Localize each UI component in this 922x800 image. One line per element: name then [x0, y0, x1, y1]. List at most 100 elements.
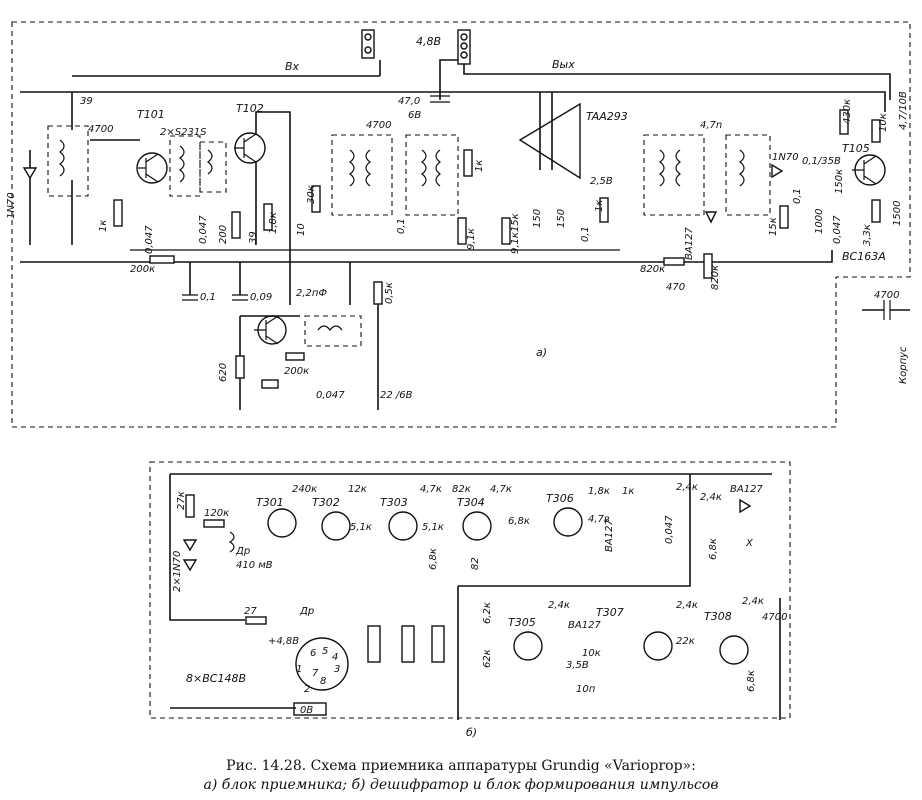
label-coil: 2×S231S — [160, 127, 207, 138]
bus-top — [20, 91, 886, 112]
diode-2x1n70-icon — [182, 539, 198, 552]
capacitor-case-icon — [883, 300, 891, 320]
transistor-row: T301 T302 T303 T304 T306 — [256, 492, 583, 541]
label-c009: 0,09 — [250, 292, 272, 303]
label-r27: 27 — [244, 606, 257, 617]
resistor-1k — [113, 199, 123, 227]
shield-3 — [199, 141, 227, 193]
label-r1k-b: 1к — [622, 486, 634, 497]
crystal-icon — [261, 379, 279, 389]
label-supply: +4,8В — [268, 636, 299, 647]
resistor-820k-b — [703, 253, 713, 279]
transistor-t306-icon — [553, 507, 583, 537]
transistor-t307-icon — [643, 631, 673, 661]
label-r24k-d: 2,4к — [676, 600, 698, 611]
label-r39: 39 — [248, 231, 259, 244]
label-t304: T304 — [457, 496, 485, 509]
label-choke-b: Др — [299, 606, 314, 617]
label-c0047c: 0,047 — [832, 215, 843, 244]
transistor-t101-icon — [136, 152, 168, 184]
label-r10: 10 — [296, 223, 307, 236]
transistor-note: 8×BC148B — [186, 672, 246, 685]
connector-b1 — [367, 625, 381, 663]
label-r18k-b: 1,8к — [588, 486, 610, 497]
label-r24k-a: 2,4к — [676, 482, 698, 493]
block-a-enclosure — [11, 21, 911, 428]
label-r30k: 30к — [306, 185, 317, 204]
label-r200: 200 — [218, 225, 229, 244]
pin-2: 2 — [304, 684, 310, 695]
label-x: X — [745, 538, 754, 549]
transistor-t305-icon — [513, 631, 543, 661]
label-r12k: 12к — [348, 484, 367, 495]
label-c22-6: 22 /6В — [380, 390, 413, 401]
label-r10k: 10к — [878, 113, 889, 132]
label-r1k: 1к — [98, 220, 109, 232]
label-t102: T102 — [236, 102, 264, 115]
label-r68k-c: 6,8к — [708, 538, 719, 560]
resistor-1k-b — [463, 149, 473, 177]
label-r68k-b: 6,8к — [428, 548, 439, 570]
label-r47k-b: 4,7к — [490, 484, 512, 495]
label-r1k-b: 1к — [474, 160, 485, 172]
label-r150a: 150 — [532, 209, 543, 228]
label-r62k-a: 6,2к — [482, 602, 493, 624]
ic-taa293-icon — [518, 102, 581, 180]
label-t301: T301 — [256, 496, 284, 509]
resistor-1k-c — [599, 197, 609, 223]
coil-1-icon — [59, 139, 65, 177]
diode-ba127b-icon — [739, 498, 752, 514]
label-c47-10: 4,7/10В — [898, 91, 909, 130]
label-t303: T303 — [380, 496, 408, 509]
label-t307: T307 — [596, 606, 624, 619]
block-b-enclosure — [149, 461, 791, 719]
pin-1: 1 — [296, 664, 302, 675]
label-t306: T306 — [546, 492, 574, 505]
label-choke-value: 410 мВ — [236, 560, 273, 571]
label-r68k-a: 6,8к — [508, 516, 530, 527]
output-label: Вых — [552, 58, 575, 71]
connector-left — [361, 29, 375, 59]
diode-ba127-icon — [704, 211, 718, 224]
label-c01-35: 0,1/35В — [802, 156, 841, 167]
label-r47k: 4,7к — [420, 484, 442, 495]
label-v6: 6В — [408, 110, 421, 121]
block-a-label: а) — [536, 346, 547, 359]
label-r150b: 150 — [556, 209, 567, 228]
label-c01d: 0,1 — [200, 292, 216, 303]
label-r91k15k: 9,1к15к — [510, 213, 521, 254]
label-r620: 620 — [218, 363, 229, 382]
pin-8: 8 — [320, 676, 326, 687]
label-t305: T305 — [508, 616, 536, 629]
label-d-ba127a: BA127 — [604, 519, 615, 552]
shield-2 — [169, 135, 201, 197]
transistor-t301-icon — [267, 508, 297, 538]
ground-box — [293, 702, 327, 716]
label-r22k: 22к — [676, 636, 695, 647]
label-c4700b: 4700 — [366, 120, 391, 131]
diode-1n70-icon — [22, 167, 38, 180]
label-r51k-a: 5,1к — [350, 522, 372, 533]
label-t302: T302 — [312, 496, 340, 509]
resistor-27k — [185, 494, 195, 518]
label-c10p: 10п — [576, 684, 596, 695]
resistor-30k — [311, 185, 321, 213]
label-ground: 0В — [300, 705, 313, 716]
connector-right — [457, 29, 471, 65]
pin-4: 4 — [332, 652, 338, 663]
label-r200k-b: 200к — [284, 366, 309, 377]
shield-7 — [725, 134, 771, 216]
resistor-0-5k — [373, 281, 383, 305]
label-c22p: 2,2пФ — [296, 288, 327, 299]
label-r10k-b: 10к — [582, 648, 601, 659]
label-r24k-c: 2,4к — [548, 600, 570, 611]
label-r150k: 150к — [834, 169, 845, 194]
label-c1500: 1500 — [892, 201, 903, 226]
diode-1n70b-icon — [771, 163, 784, 179]
label-ba127: BA127 — [684, 227, 695, 260]
label-c0047-b: 0,047 — [664, 515, 675, 544]
connector-voltage-label: 4,8В — [416, 35, 441, 48]
schematic-canvas: 4,8В Вх Вых 1N70 39 4700 1к T101 2×S231S… — [6, 21, 911, 739]
label-r24k-b: 2,4к — [700, 492, 722, 503]
label-r47v: 4,7в — [588, 514, 610, 525]
